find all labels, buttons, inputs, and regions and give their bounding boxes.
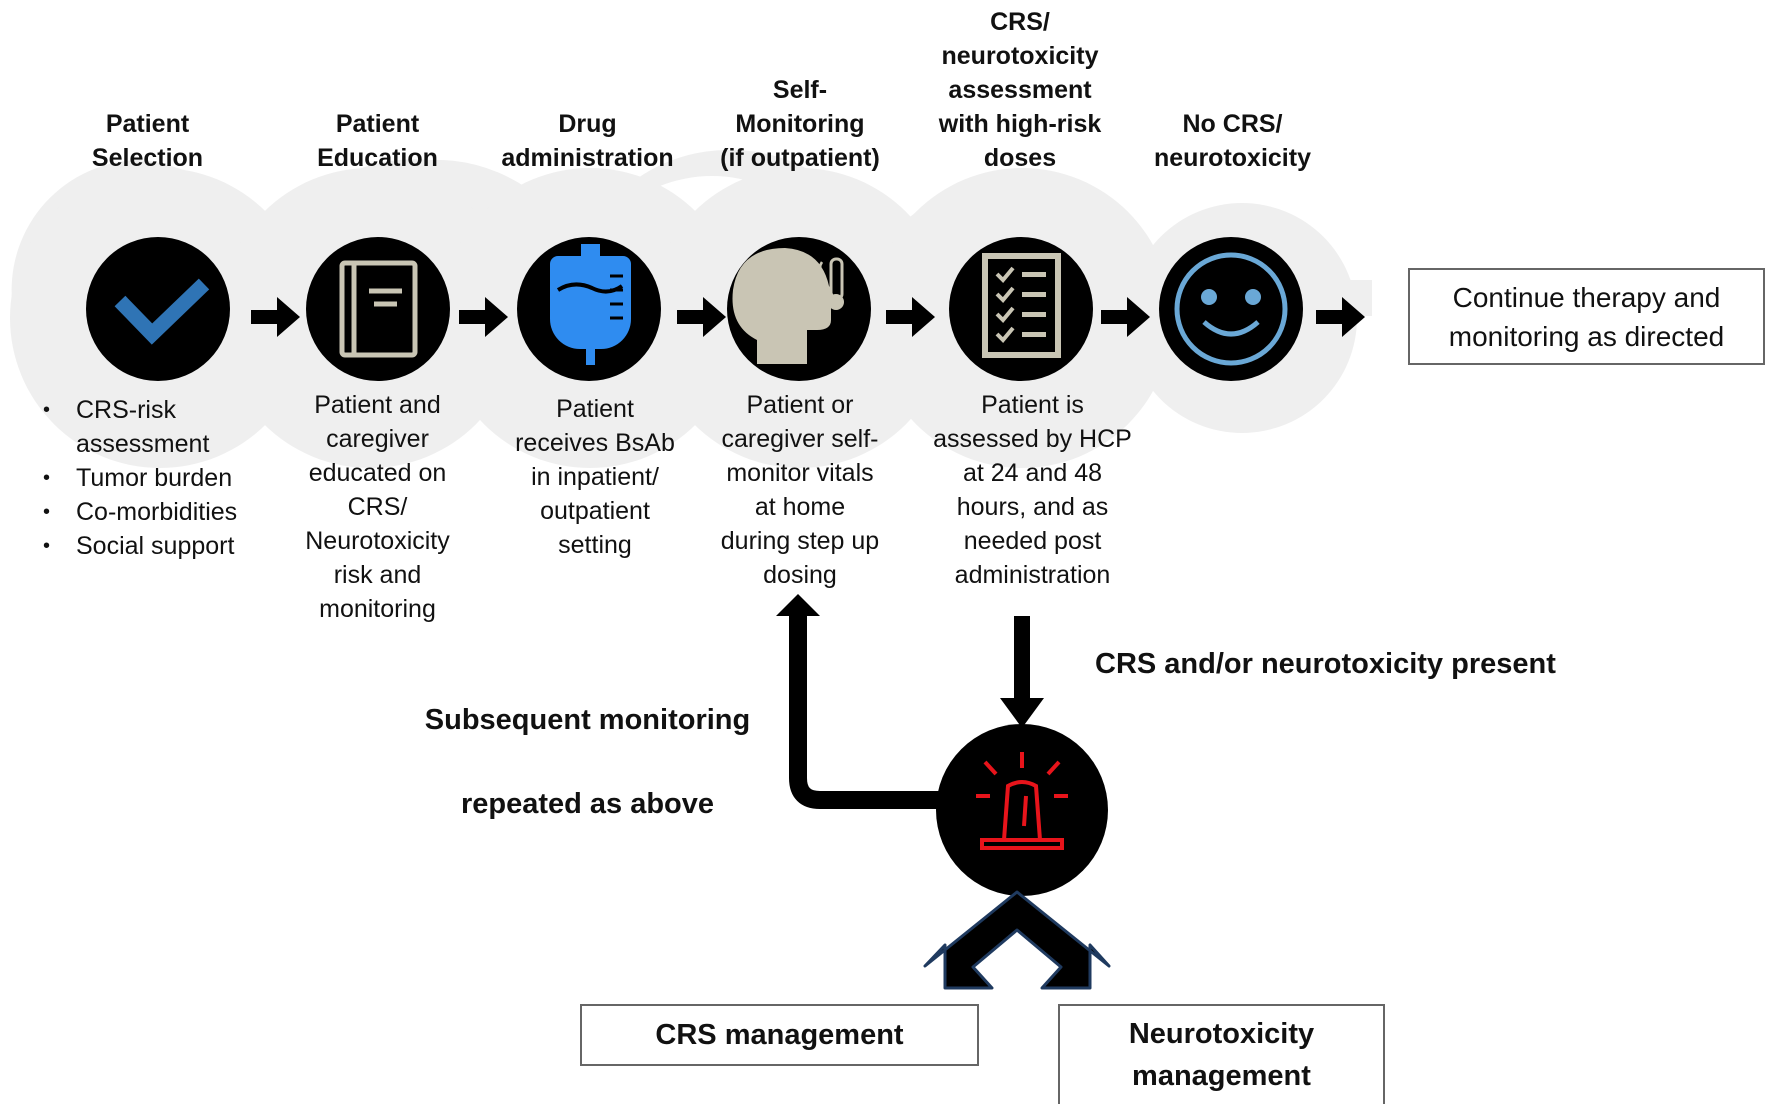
step-description-assessment: Patient is assessed by HCP at 24 and 48 … (925, 388, 1140, 592)
step-title-line: Drug (558, 110, 617, 138)
description-line: dosing (763, 561, 837, 589)
description-line: needed post (963, 527, 1102, 555)
step-title-line: with high-risk (938, 110, 1102, 138)
alarm-siren-icon (976, 752, 1068, 850)
step-title-self-monitoring: Self- Monitoring (if outpatient) (700, 73, 900, 175)
arrow-right-icon (677, 297, 726, 337)
step-circle-drug (517, 237, 661, 381)
description-line: caregiver (326, 425, 429, 453)
step-title-line: neurotoxicity (1154, 144, 1311, 172)
step-circle-assessment (949, 237, 1093, 381)
flow-arrows (251, 297, 1365, 337)
step-circle-education (306, 237, 450, 381)
description-line: outpatient (540, 497, 650, 525)
step-title-line: Selection (91, 144, 204, 172)
description-line: administration (954, 561, 1111, 589)
arrow-right-icon (1101, 297, 1150, 337)
checkmark-icon (114, 278, 210, 345)
description-line: receives BsAb (515, 429, 675, 457)
step-description-drug: Patient receives BsAb in inpatient/ outp… (500, 392, 690, 562)
step-title-line: doses (983, 144, 1057, 172)
arrow-right-icon (251, 297, 300, 337)
label-line: repeated as above (460, 788, 715, 820)
list-item: Social support (43, 529, 283, 563)
checklist-icon (982, 253, 1061, 358)
step-title-selection: Patient Selection (60, 107, 235, 175)
description-line: monitor vitals (726, 459, 874, 487)
description-line: Neurotoxicity (305, 527, 450, 555)
description-line: assessed by HCP (933, 425, 1132, 453)
split-arrow-icon (923, 890, 1111, 990)
arrow-right-icon (459, 297, 508, 337)
selection-criteria-list: CRS-risk assessment Tumor burden Co-morb… (43, 393, 283, 563)
step-title-line: neurotoxicity (941, 42, 1099, 70)
step-description-self-monitoring: Patient or caregiver self- monitor vital… (700, 388, 900, 592)
step-description-education: Patient and caregiver educated on CRS/ N… (285, 388, 470, 626)
list-item: CRS-risk assessment (43, 393, 283, 461)
box-line: CRS management (655, 1018, 904, 1051)
step-title-line: (if outpatient) (720, 144, 880, 172)
description-line: CRS/ (347, 493, 408, 521)
step-title-line: CRS/ (990, 8, 1050, 36)
box-line: Continue therapy and (1452, 281, 1721, 313)
label-line: Subsequent monitoring (424, 704, 751, 736)
description-line: Patient (556, 395, 634, 423)
subsequent-monitoring-label: Subsequent monitoring repeated as above (410, 657, 765, 867)
step-title-assessment: CRS/ neurotoxicity assessment with high-… (920, 5, 1120, 175)
step-title-line: assessment (948, 76, 1092, 104)
step-circle-self-monitoring (727, 237, 871, 381)
description-line: educated on (308, 459, 447, 487)
continue-therapy-box: Continue therapy and monitoring as direc… (1408, 268, 1765, 365)
step-title-line: Self- (772, 76, 828, 104)
neurotoxicity-management-box: Neurotoxicity management (1058, 1004, 1385, 1104)
alarm-circle (936, 724, 1108, 896)
description-line: hours, and as (956, 493, 1109, 521)
step-title-no-crs: No CRS/ neurotoxicity (1130, 107, 1335, 175)
step-circle-no-crs (1159, 237, 1303, 381)
arrow-down-icon (1000, 616, 1044, 728)
box-line: Neurotoxicity (1128, 1018, 1315, 1050)
step-title-line: No CRS/ (1182, 110, 1283, 138)
description-line: monitoring (319, 595, 436, 623)
return-arrow-icon (776, 594, 945, 809)
arrow-right-icon (886, 297, 935, 337)
description-line: caregiver self- (721, 425, 879, 453)
description-line: Patient and (314, 391, 441, 419)
box-line: monitoring as directed (1448, 320, 1725, 352)
description-line: setting (558, 531, 632, 559)
description-line: at home (754, 493, 846, 521)
description-line: at 24 and 48 (962, 459, 1102, 487)
description-line: during step up (720, 527, 880, 555)
step-title-line: administration (501, 144, 674, 172)
crs-management-box: CRS management (580, 1004, 979, 1066)
arrow-right-icon (1316, 297, 1365, 337)
description-line: Patient is (981, 391, 1084, 419)
description-line: Patient or (746, 391, 854, 419)
step-title-education: Patient Education (290, 107, 465, 175)
description-line: risk and (333, 561, 422, 589)
step-circle-selection (86, 237, 230, 381)
step-title-line: Monitoring (735, 110, 865, 138)
box-line: management (1132, 1060, 1311, 1092)
list-item: Tumor burden (43, 461, 283, 495)
step-title-line: Patient (105, 110, 190, 138)
list-item: Co-morbidities (43, 495, 283, 529)
step-title-drug: Drug administration (485, 107, 690, 175)
head-thermometer-icon (732, 248, 844, 364)
step-title-line: Patient (335, 110, 420, 138)
description-line: in inpatient/ (531, 463, 659, 491)
book-icon (339, 260, 418, 358)
step-title-line: Education (317, 144, 438, 172)
crs-present-label: CRS and/or neurotoxicity present (1095, 648, 1556, 680)
smiley-face-icon (1174, 252, 1288, 366)
iv-bag-icon (550, 244, 631, 365)
